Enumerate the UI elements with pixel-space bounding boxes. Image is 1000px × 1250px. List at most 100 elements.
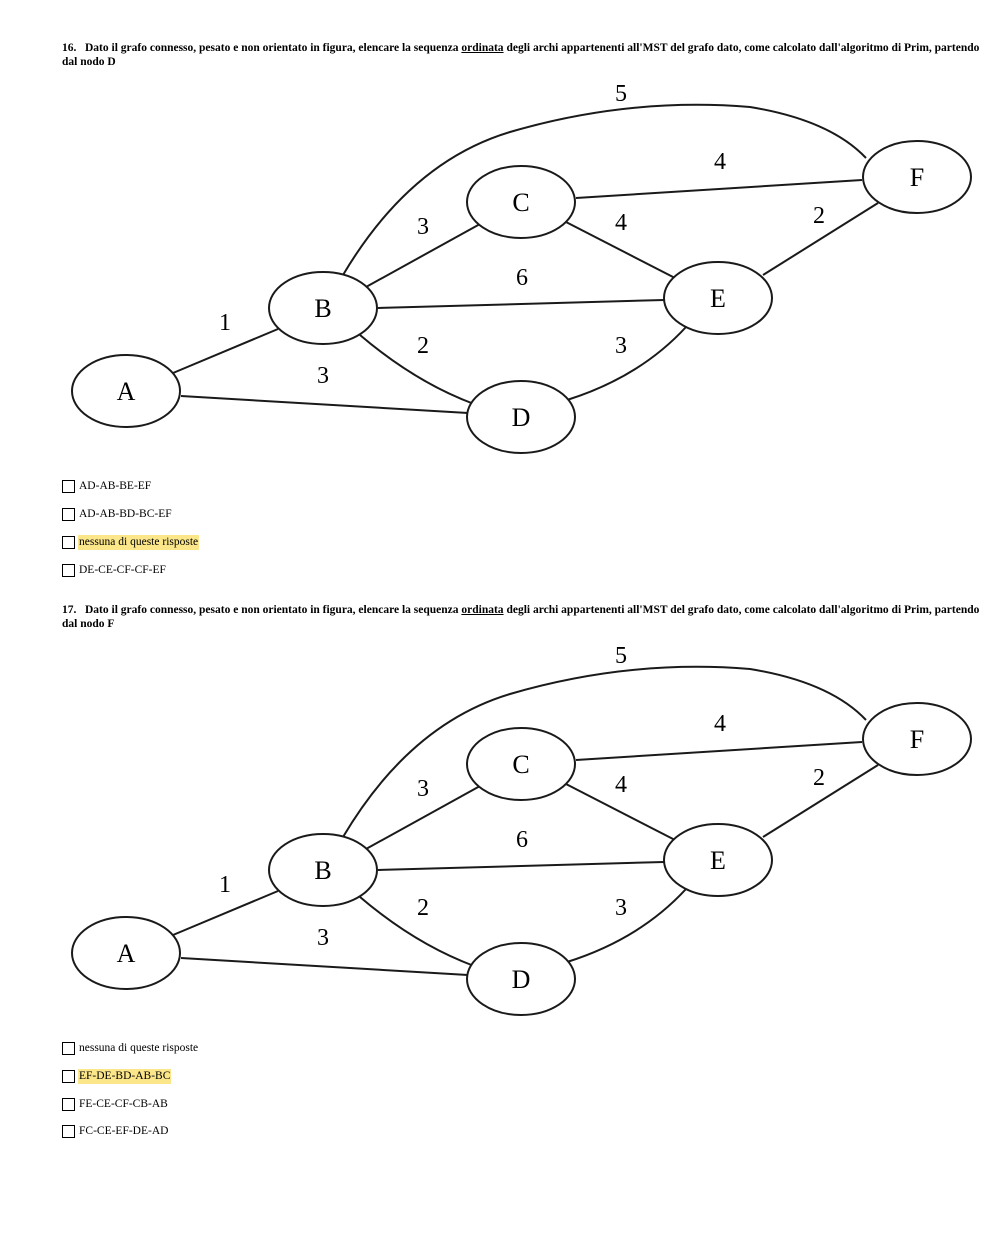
node-label: B — [314, 856, 331, 885]
node-label: A — [117, 939, 136, 968]
edge-de — [566, 888, 687, 963]
edge-bd — [359, 334, 475, 405]
answer-checkbox[interactable] — [62, 1097, 75, 1111]
answer-label: nessuna di queste risposte — [79, 1041, 199, 1054]
edge-weights: 1 3 3 6 2 5 4 4 2 3 — [219, 644, 825, 951]
edge-ab — [172, 890, 279, 936]
answer-label: AD-AB-BD-BC-EF — [79, 507, 172, 520]
question-number: 16. — [62, 42, 77, 54]
node-label: B — [314, 294, 331, 323]
edges — [172, 665, 879, 976]
graph-figure-17: 1 3 3 6 2 5 4 4 2 3 A B C D E F — [71, 644, 972, 1016]
edge-weight-label: 4 — [615, 772, 627, 798]
edge-weight-label: 3 — [615, 895, 627, 921]
node-label: F — [910, 163, 924, 192]
answer-checkbox[interactable] — [62, 563, 75, 577]
answer-checkbox[interactable] — [62, 1069, 75, 1083]
node-f — [862, 702, 972, 776]
answer-checkbox[interactable] — [62, 535, 75, 549]
node-label: C — [512, 750, 529, 779]
edge-ef — [762, 202, 879, 276]
answer-checkbox[interactable] — [62, 507, 75, 521]
question-text-after: degli archi appartenenti all'MST del gra… — [62, 42, 980, 68]
edge-bd — [359, 896, 475, 967]
edge-weight-label: 3 — [417, 214, 429, 240]
edge-ad — [180, 395, 469, 414]
edge-weight-label: 4 — [615, 210, 627, 236]
node-a — [71, 354, 181, 428]
answer-option[interactable]: AD-AB-BD-BC-EF — [62, 506, 173, 522]
edge-be — [377, 861, 665, 871]
edges — [172, 103, 879, 414]
answer-option[interactable]: AD-AB-BE-EF — [62, 478, 152, 494]
answer-checkbox[interactable] — [62, 1124, 75, 1138]
edge-bc — [365, 785, 481, 850]
edge-weight-label: 2 — [417, 895, 429, 921]
node-label: E — [710, 846, 726, 875]
answer-option[interactable]: FE-CE-CF-CB-AB — [62, 1096, 169, 1112]
answer-checkbox[interactable] — [62, 1041, 75, 1055]
question-text-after: degli archi appartenenti all'MST del gra… — [62, 604, 980, 630]
edge-weight-label: 3 — [417, 776, 429, 802]
answer-option[interactable]: FC-CE-EF-DE-AD — [62, 1123, 169, 1139]
edge-ce — [565, 221, 676, 279]
edge-ad — [180, 957, 469, 976]
edge-be — [377, 299, 665, 309]
node-b — [268, 271, 378, 345]
edge-weight-label: 6 — [516, 265, 528, 291]
node-b — [268, 833, 378, 907]
edge-weight-label: 1 — [219, 310, 231, 336]
question-number: 17. — [62, 604, 77, 616]
question-text-underlined: ordinata — [461, 42, 504, 54]
answer-label: DE-CE-CF-CF-EF — [79, 563, 166, 576]
node-f — [862, 140, 972, 214]
edge-weight-label: 5 — [615, 82, 627, 107]
edge-cf — [575, 179, 863, 199]
node-label: C — [512, 188, 529, 217]
edge-bc — [365, 223, 481, 288]
answer-label: FE-CE-CF-CB-AB — [79, 1097, 168, 1110]
nodes: A B C D E F — [71, 702, 972, 1016]
edge-weight-label: 6 — [516, 827, 528, 853]
edge-cf — [575, 741, 863, 761]
node-c — [466, 165, 576, 239]
edge-weight-label: 4 — [714, 149, 726, 175]
node-label: D — [512, 965, 531, 994]
edge-de — [566, 326, 687, 401]
node-d — [466, 942, 576, 1016]
node-label: D — [512, 403, 531, 432]
edge-ce — [565, 783, 676, 841]
edge-weight-label: 5 — [615, 644, 627, 669]
edge-weight-label: 2 — [813, 765, 825, 791]
edge-bf — [342, 665, 867, 838]
edge-ab — [172, 328, 279, 374]
node-label: E — [710, 284, 726, 313]
nodes: A B C D E F — [71, 140, 972, 454]
node-e — [663, 823, 773, 897]
answer-option[interactable]: nessuna di queste risposte — [62, 1040, 199, 1056]
node-e — [663, 261, 773, 335]
edge-weight-label: 1 — [219, 872, 231, 898]
answer-checkbox[interactable] — [62, 479, 75, 493]
answer-label: AD-AB-BE-EF — [79, 479, 152, 492]
answer-option[interactable]: nessuna di queste risposte — [62, 534, 200, 550]
question-16-text: 16. Dato il grafo connesso, pesato e non… — [62, 42, 992, 69]
answer-option[interactable]: DE-CE-CF-CF-EF — [62, 562, 167, 578]
question-17-text: 17. Dato il grafo connesso, pesato e non… — [62, 604, 992, 631]
answer-label: EF-DE-BD-AB-BC — [78, 1068, 172, 1084]
edge-weight-label: 3 — [317, 925, 329, 951]
question-text-underlined: ordinata — [461, 604, 504, 616]
node-d — [466, 380, 576, 454]
question-text-before: Dato il grafo connesso, pesato e non ori… — [85, 42, 459, 54]
edge-weight-label: 4 — [714, 711, 726, 737]
question-text-before: Dato il grafo connesso, pesato e non ori… — [85, 604, 459, 616]
edge-weight-label: 3 — [317, 363, 329, 389]
edge-weight-label: 3 — [615, 333, 627, 359]
node-c — [466, 727, 576, 801]
answer-option[interactable]: EF-DE-BD-AB-BC — [62, 1068, 172, 1084]
node-label: A — [117, 377, 136, 406]
node-label: F — [910, 725, 924, 754]
edge-weight-label: 2 — [813, 203, 825, 229]
